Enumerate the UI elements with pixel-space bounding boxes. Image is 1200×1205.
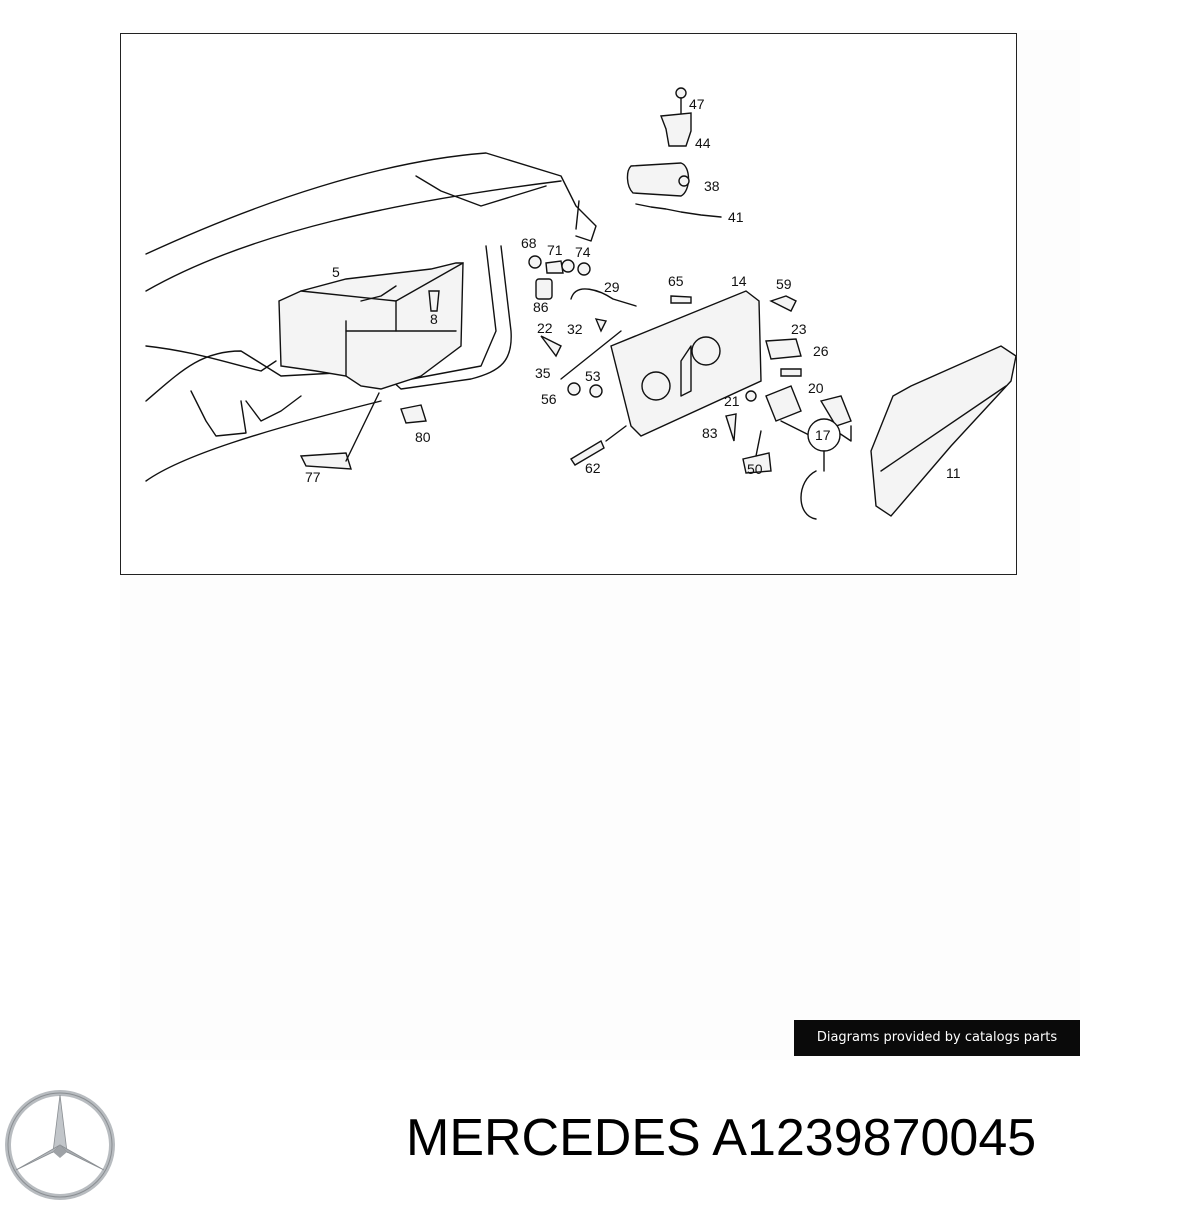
callout-50: 50 — [747, 461, 763, 477]
callout-23: 23 — [791, 321, 807, 337]
callout-44: 44 — [695, 135, 711, 151]
callout-21: 21 — [724, 393, 740, 409]
callout-labels: 47 44 38 41 68 71 74 5 29 65 14 59 86 8 … — [305, 96, 961, 485]
glovebox-housing — [278, 262, 464, 390]
callout-74: 74 — [575, 244, 591, 260]
mercedes-logo — [0, 1090, 122, 1205]
diagram-credit-badge: Diagrams provided by catalogs parts — [794, 1020, 1080, 1056]
callout-35: 35 — [535, 365, 551, 381]
callout-47: 47 — [689, 96, 705, 112]
callout-14: 14 — [731, 273, 747, 289]
callout-20: 20 — [808, 380, 824, 396]
dashboard-outline — [145, 152, 597, 482]
small-parts — [299, 255, 802, 474]
callout-65: 65 — [668, 273, 684, 289]
callout-56: 56 — [541, 391, 557, 407]
callout-17: 17 — [815, 427, 831, 443]
callout-59: 59 — [776, 276, 792, 292]
callout-26: 26 — [813, 343, 829, 359]
callout-22: 22 — [537, 320, 553, 336]
callout-86: 86 — [533, 299, 549, 315]
glovebox-lid — [870, 345, 1016, 517]
callout-80: 80 — [415, 429, 431, 445]
callout-53: 53 — [585, 368, 601, 384]
callout-32: 32 — [567, 321, 583, 337]
callout-77: 77 — [305, 469, 321, 485]
callout-68: 68 — [521, 235, 537, 251]
callout-5: 5 — [332, 264, 340, 280]
callout-62: 62 — [585, 460, 601, 476]
parts-diagram: 47 44 38 41 68 71 74 5 29 65 14 59 86 8 … — [120, 33, 1017, 575]
callout-38: 38 — [704, 178, 720, 194]
callout-41: 41 — [728, 209, 744, 225]
callout-8: 8 — [430, 311, 438, 327]
lock-plate — [610, 290, 762, 437]
lock-and-key — [765, 385, 852, 520]
callout-29: 29 — [604, 279, 620, 295]
part-title: MERCEDES A1239870045 — [406, 1109, 1037, 1167]
callout-71: 71 — [547, 242, 563, 258]
callout-83: 83 — [702, 425, 718, 441]
lock-cylinder-assembly — [626, 87, 722, 218]
callout-11: 11 — [946, 465, 961, 481]
